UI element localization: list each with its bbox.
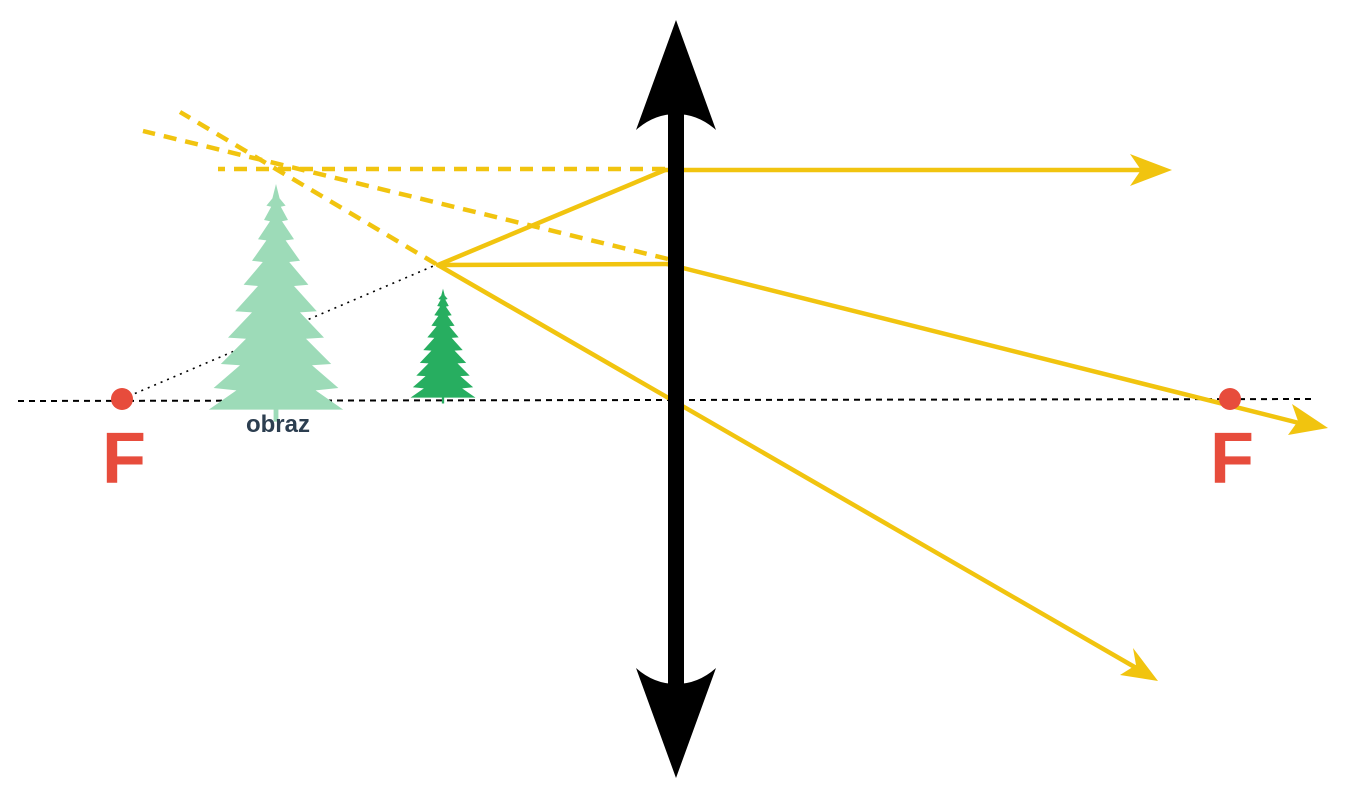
ray-refracted-through-focus bbox=[664, 261, 1306, 427]
object-tree-icon bbox=[410, 288, 476, 404]
optical-axis bbox=[17, 398, 1316, 402]
image-label: obraz bbox=[246, 411, 310, 438]
virtual-ray-center bbox=[178, 110, 438, 266]
real-rays bbox=[435, 167, 1306, 672]
focus-label-right: F bbox=[1210, 419, 1254, 499]
image-tree-icon bbox=[208, 184, 344, 422]
focus-label-left: F bbox=[102, 419, 146, 499]
ray-object-to-lens-upper bbox=[435, 167, 668, 268]
double-arrow-lens-icon bbox=[636, 20, 716, 778]
arrowhead-focus bbox=[1288, 404, 1328, 435]
arrowhead-center bbox=[1120, 648, 1158, 681]
ray-through-center bbox=[435, 262, 1141, 672]
focus-point-left bbox=[111, 388, 133, 410]
ray-arrowheads bbox=[1120, 154, 1328, 681]
arrowhead-upper bbox=[1130, 154, 1172, 186]
virtual-ray-extensions bbox=[142, 110, 669, 266]
focus-construction-line bbox=[121, 263, 439, 400]
virtual-ray-top bbox=[142, 128, 669, 262]
focus-point-right bbox=[1219, 388, 1241, 410]
ray-object-to-lens-parallel bbox=[435, 261, 670, 268]
